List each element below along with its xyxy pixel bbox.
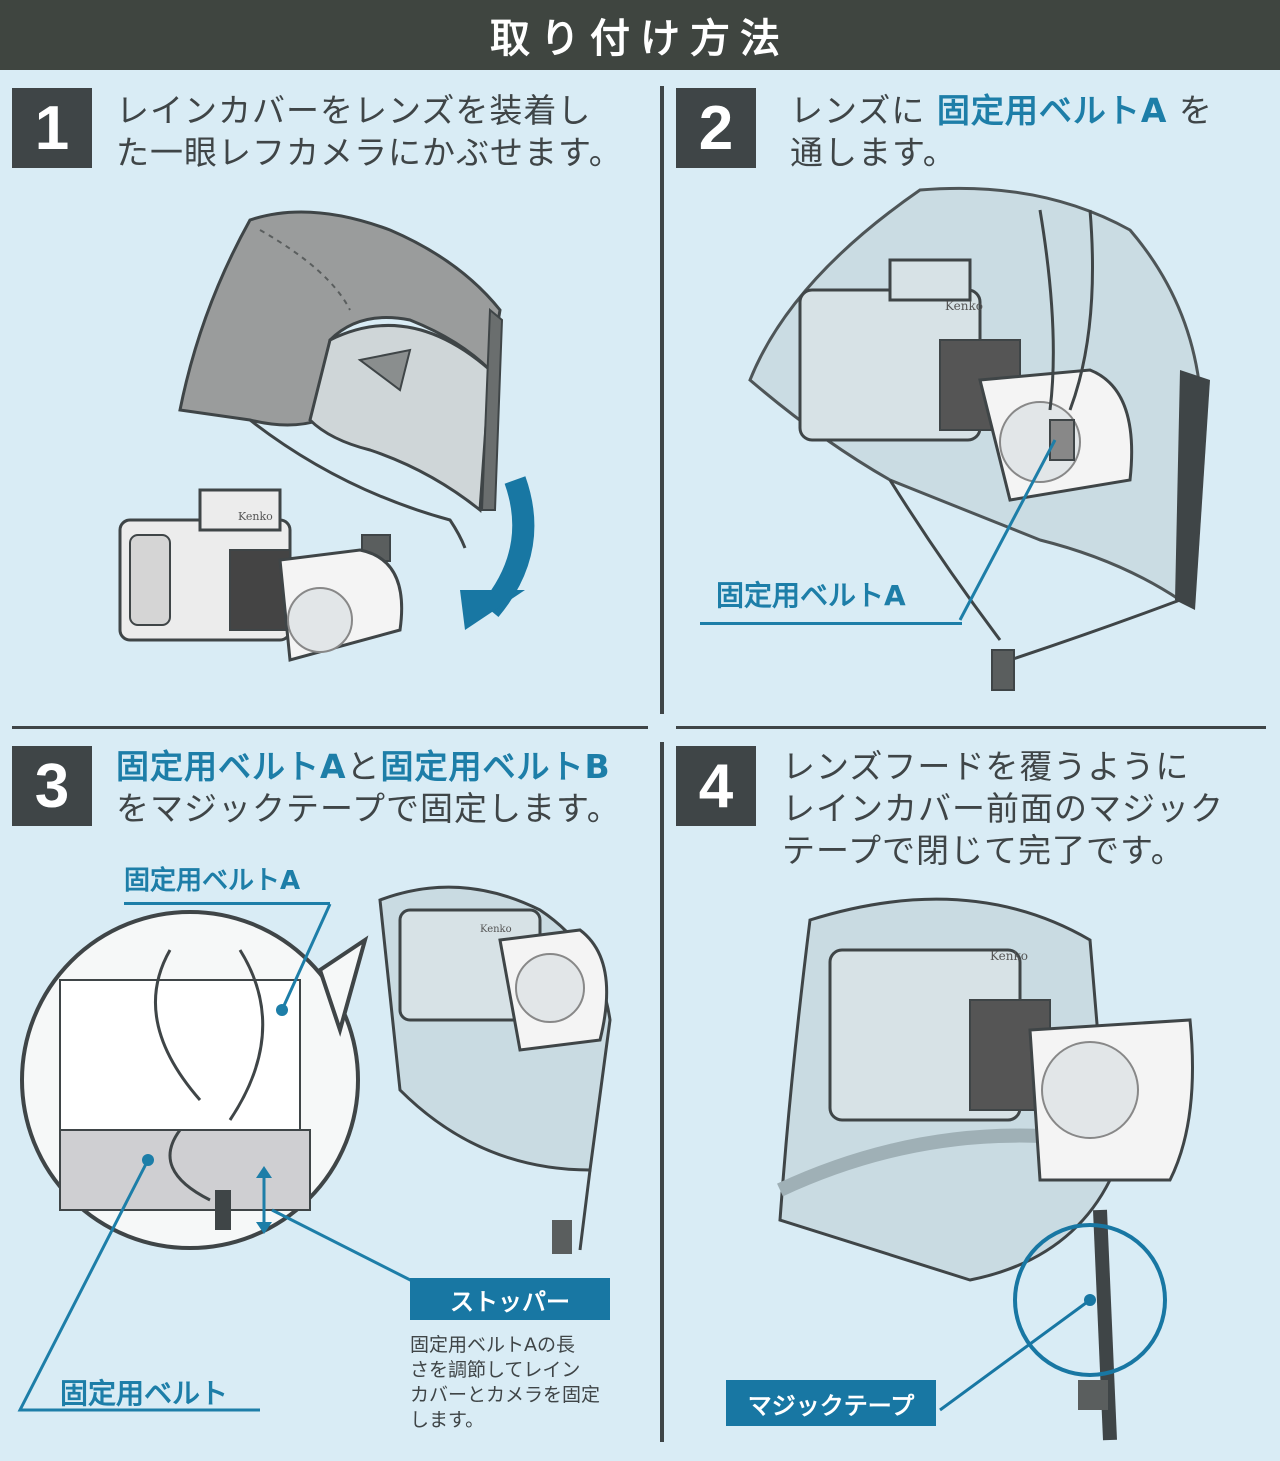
divider-horizontal-left <box>12 726 648 729</box>
rain-cover-over-camera-illustration: Kenko <box>110 190 580 710</box>
instruction-line: 通します。 <box>790 132 1213 174</box>
highlight-belt-a: 固定用ベルトA <box>937 91 1168 130</box>
highlight-belt-b: 固定用ベルトB <box>381 747 611 786</box>
step-number: 1 <box>12 88 92 168</box>
instruction-text: レンズに <box>790 91 937 130</box>
instruction-line: をマジックテープで固定します。 <box>116 788 621 830</box>
divider-vertical-top <box>660 86 664 714</box>
magic-tape-label: マジックテープ <box>726 1380 936 1426</box>
divider-vertical-bottom <box>660 742 664 1442</box>
note-line: 固定用ベルトAの長 <box>410 1333 600 1358</box>
finished-cover-illustration: Kenko <box>770 880 1250 1450</box>
instruction-line: レンズフードを覆うように <box>782 746 1224 788</box>
instruction-text: を <box>1167 91 1213 130</box>
step-number: 3 <box>12 746 92 826</box>
divider-horizontal-right <box>676 726 1266 729</box>
stopper-note: 固定用ベルトAの長 さを調節してレイン カバーとカメラを固定 します。 <box>410 1333 600 1433</box>
camera-brand-label: Kenko <box>480 924 512 935</box>
step-instruction: 固定用ベルトAと固定用ベルトB をマジックテープで固定します。 <box>116 746 621 830</box>
step-instruction: レインカバーをレンズを装着し た一眼レフカメラにかぶせます。 <box>116 90 623 174</box>
step-number: 4 <box>676 746 756 826</box>
step-instruction: レンズに 固定用ベルトA を 通します。 <box>790 90 1213 174</box>
highlight-belt-a: 固定用ベルトA <box>116 747 347 786</box>
instruction-line: テープで閉じて完了です。 <box>782 830 1224 872</box>
instruction-line: レインカバー前面のマジック <box>782 788 1224 830</box>
camera-brand-label: Kenko <box>945 299 983 313</box>
instruction-line: レインカバーをレンズを装着し <box>116 90 623 132</box>
instruction-line: た一眼レフカメラにかぶせます。 <box>116 132 623 174</box>
instruction-line: 固定用ベルトAと固定用ベルトB <box>116 746 621 788</box>
belt-callout: 固定用ベルト <box>60 1372 228 1412</box>
camera-brand-label: Kenko <box>238 510 273 523</box>
camera-brand-label: Kenko <box>990 949 1028 963</box>
stopper-label: ストッパー <box>410 1278 610 1320</box>
note-line: さを調節してレイン <box>410 1358 600 1383</box>
note-line: します。 <box>410 1408 600 1433</box>
page-title: 取り付け方法 <box>0 0 1280 70</box>
callout-underline <box>700 622 962 625</box>
note-line: カバーとカメラを固定 <box>410 1383 600 1408</box>
instruction-text: と <box>347 747 381 786</box>
step-instruction: レンズフードを覆うように レインカバー前面のマジック テープで閉じて完了です。 <box>782 746 1224 872</box>
step-number: 2 <box>676 88 756 168</box>
belt-a-callout: 固定用ベルトA <box>716 574 906 614</box>
instruction-line: レンズに 固定用ベルトA を <box>790 90 1213 132</box>
